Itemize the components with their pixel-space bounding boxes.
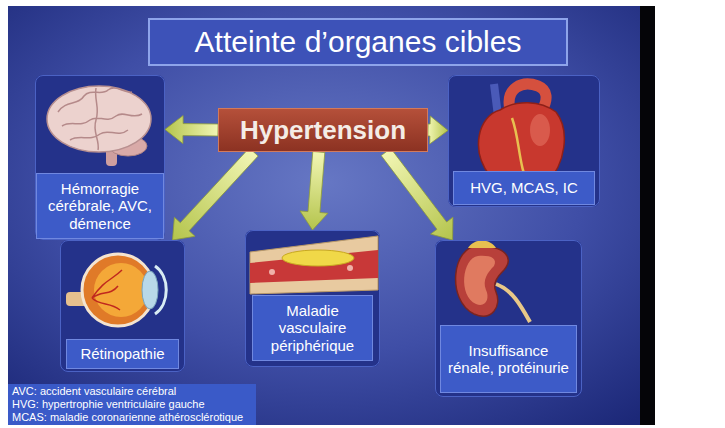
organ-label: Rétinopathie	[80, 345, 164, 362]
organ-label: Insuffisance rénale, protéinurie	[446, 342, 571, 377]
blood-cell	[347, 265, 353, 271]
heart-highlight	[530, 114, 550, 146]
label-box: Rétinopathie	[66, 339, 179, 369]
organ-panel: HVG, MCAS, IC	[448, 75, 600, 207]
abbreviation-note: AVC: accident vasculaire cérébral	[12, 385, 252, 398]
brain	[47, 86, 151, 152]
dark-strip	[640, 6, 655, 425]
organ-panel: Hémorragie cérébrale, AVC, démence	[35, 75, 165, 240]
organ-label: Hémorragie cérébrale, AVC, démence	[42, 180, 158, 232]
slide-ground	[8, 6, 640, 425]
brain-folds	[58, 88, 142, 150]
node-title: Hypertension	[240, 115, 406, 146]
label-box: HVG, MCAS, IC	[453, 171, 595, 205]
label-box: Hémorragie cérébrale, AVC, démence	[36, 173, 164, 239]
brain-panel	[35, 75, 165, 240]
block-arrow	[300, 152, 328, 231]
block-arrow	[165, 116, 218, 144]
eye-panel	[60, 240, 185, 372]
organ-panel: Maladie vasculaire périphérique	[245, 230, 380, 367]
kidney-cortex	[464, 256, 495, 305]
adrenal-gland	[468, 241, 496, 249]
slide-title: Atteinte d’organes cibles	[195, 25, 522, 59]
abbreviation-note: HVG: hypertrophie ventriculaire gauche	[12, 398, 252, 411]
organ-panel: Insuffisance rénale, protéinurie	[435, 240, 582, 397]
center-box: Hypertension	[218, 108, 428, 152]
label-box: Insuffisance rénale, protéinurie	[440, 325, 577, 393]
lens	[142, 271, 158, 309]
organ-panel: Rétinopathie	[60, 240, 185, 372]
block-arrow	[428, 116, 448, 144]
cornea	[155, 266, 166, 314]
ureter	[496, 284, 530, 322]
organ-label: HVG, MCAS, IC	[470, 179, 578, 196]
artery-lumen	[250, 250, 378, 283]
artery-wall	[250, 236, 378, 294]
block-arrow	[381, 148, 453, 240]
title-box: Atteinte d’organes cibles	[148, 18, 568, 66]
abbreviation-box: AVC: accident vasculaire cérébralHVG: hy…	[8, 384, 256, 425]
heart-panel	[448, 75, 600, 207]
organ-label: Maladie vasculaire périphérique	[258, 302, 367, 354]
retinal-vessels	[92, 270, 122, 310]
block-arrow	[173, 148, 259, 240]
abbreviation-note: MCAS: maladie coronarienne athérosclérot…	[12, 411, 252, 424]
plaque	[282, 250, 354, 266]
label-box: Maladie vasculaire périphérique	[252, 295, 373, 361]
blood-cell	[269, 269, 275, 275]
vessel-panel	[245, 230, 380, 367]
kidney-panel	[435, 240, 582, 397]
kidney	[456, 246, 509, 316]
